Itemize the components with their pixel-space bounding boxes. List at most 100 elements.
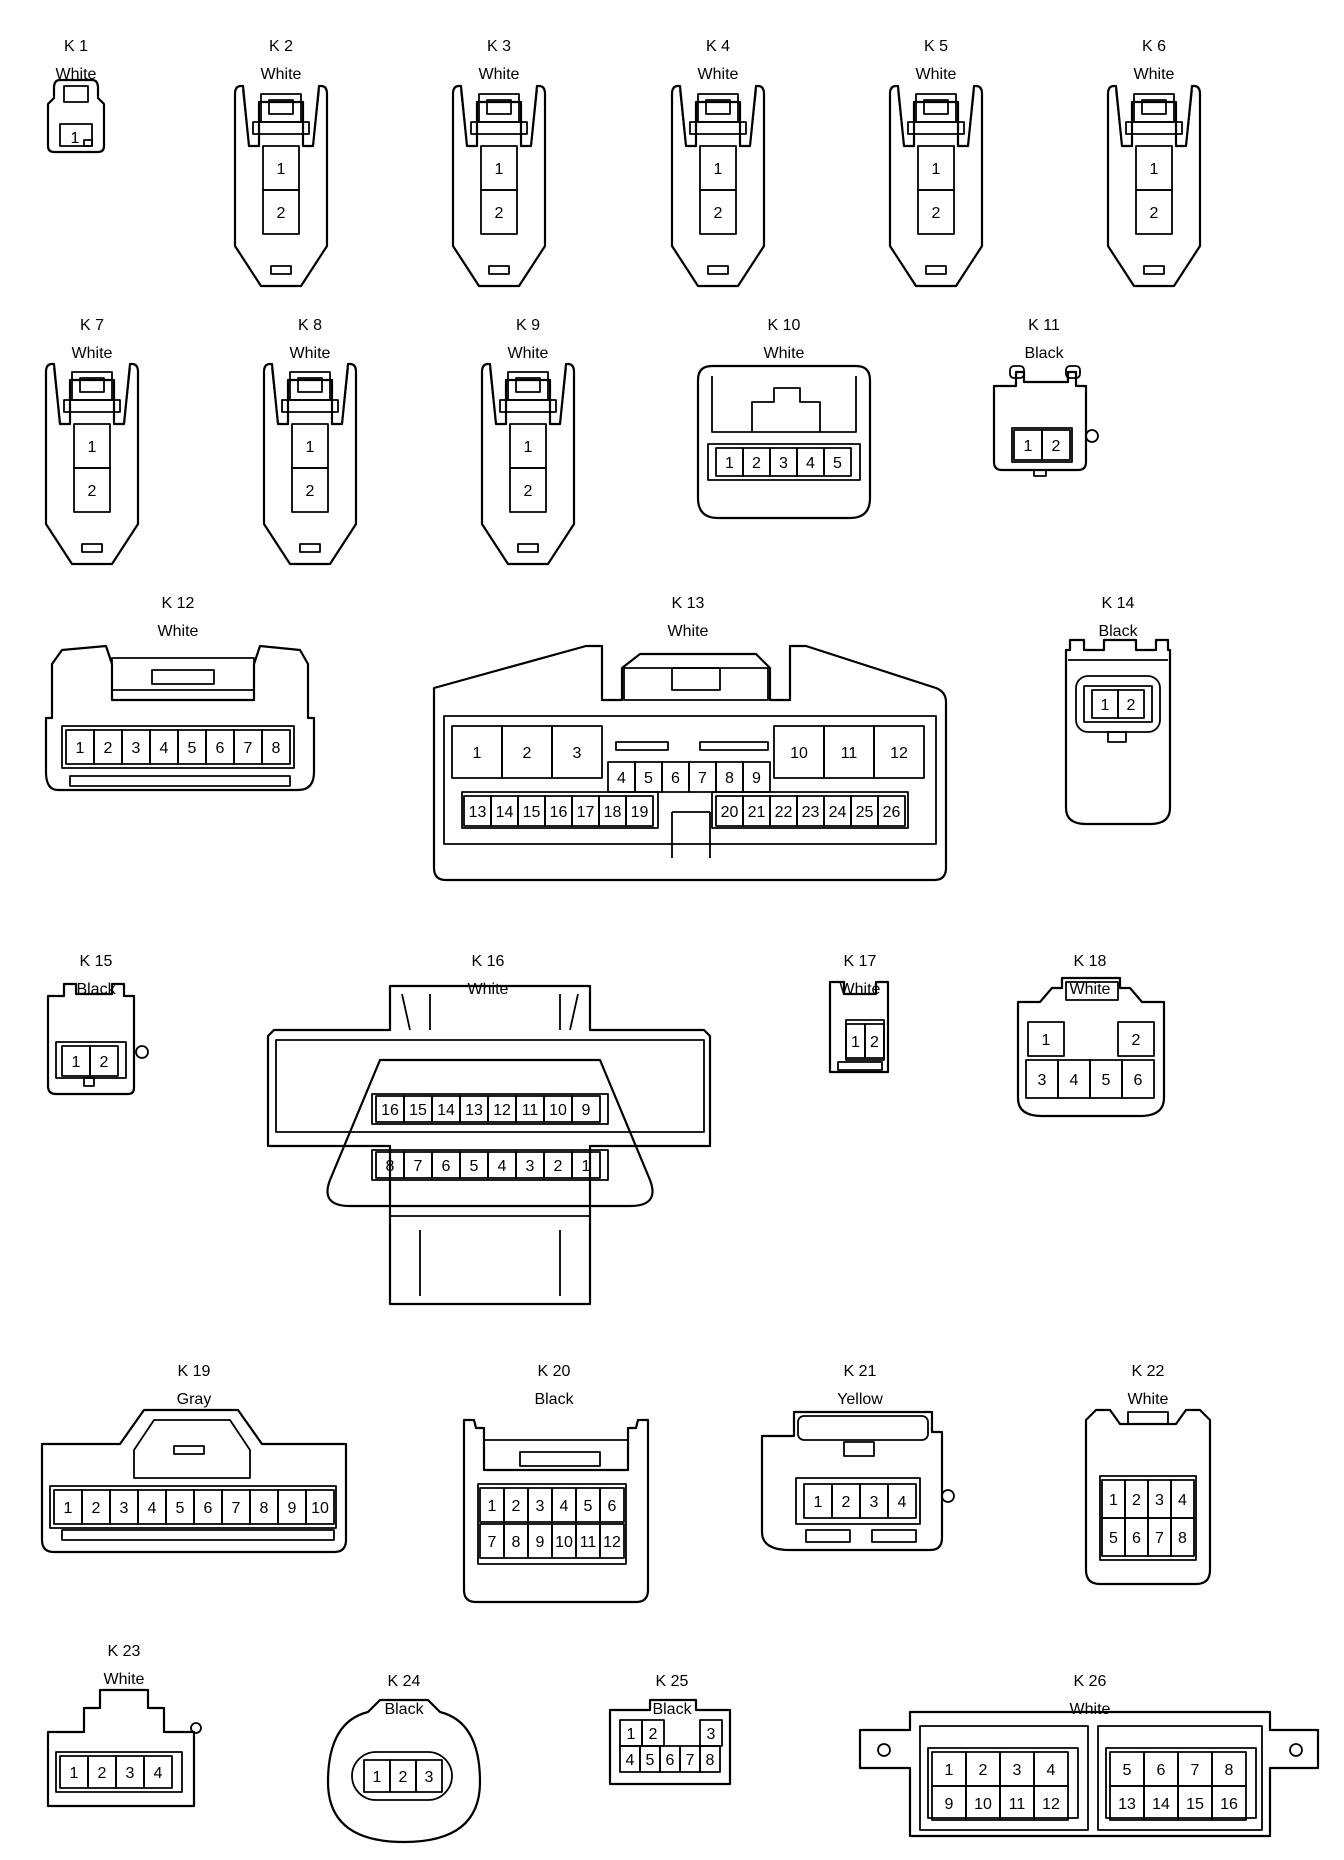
- pin-cell: 12: [487, 1095, 517, 1123]
- pin-cell: 1: [363, 1759, 391, 1793]
- pin-cell: 2: [93, 729, 123, 765]
- pin-cell: 1: [73, 423, 111, 469]
- pin-number: 6: [216, 740, 225, 757]
- pin-number: 1: [627, 1726, 636, 1743]
- pin-number: 8: [1225, 1762, 1234, 1779]
- pin-cell: 1: [1091, 689, 1119, 719]
- pin-number: 2: [979, 1762, 988, 1779]
- pin-cell: 1: [59, 1755, 89, 1789]
- pin-cell: 5: [823, 447, 852, 477]
- pin-number: 1: [88, 439, 97, 456]
- pin-cell: 4: [1170, 1479, 1195, 1519]
- connector-id: K 23: [108, 1643, 141, 1660]
- pin-number: 5: [646, 1752, 655, 1769]
- pin-cell: 8: [1170, 1517, 1195, 1557]
- connector-color: Black: [534, 1391, 574, 1408]
- pin-cell: 1: [1027, 1021, 1065, 1057]
- pin-cell: 10: [305, 1489, 335, 1525]
- pin-number: 2: [495, 205, 504, 222]
- pin-number: 1: [64, 1500, 73, 1517]
- pin-cell: 7: [1177, 1751, 1213, 1787]
- pin-cell: 13: [1109, 1785, 1145, 1821]
- pin-cell: 5: [1101, 1517, 1126, 1557]
- pin-number: 14: [496, 804, 514, 821]
- pin-cell: 6: [599, 1487, 625, 1523]
- pin-cell: 1: [480, 145, 518, 191]
- pin-cell: 3: [415, 1759, 443, 1793]
- pin-cell: 3: [859, 1483, 889, 1519]
- pin-cell: 6: [431, 1151, 461, 1179]
- pin-cell: 1: [619, 1719, 643, 1747]
- connector-id: K 17: [844, 953, 877, 970]
- pin-number: 17: [577, 804, 595, 821]
- pin-cell: 1: [65, 729, 95, 765]
- pin-cell: 13: [463, 795, 492, 827]
- pin-number: 3: [132, 740, 141, 757]
- connector-id: K 22: [1132, 1363, 1165, 1380]
- pin-number: 1: [1150, 161, 1159, 178]
- pin-number: 3: [779, 455, 788, 472]
- pin-number: 5: [1102, 1072, 1111, 1089]
- pin-number: 4: [626, 1752, 635, 1769]
- pin-cell: 8: [503, 1523, 529, 1559]
- pin-cell: 9: [571, 1095, 601, 1123]
- pin-number: 5: [188, 740, 197, 757]
- connector-id: K 7: [80, 317, 104, 334]
- pin-cell: 8: [261, 729, 291, 765]
- pin-cell: 4: [607, 761, 636, 793]
- pin-number: 6: [442, 1158, 451, 1175]
- pin-number: 4: [560, 1498, 569, 1515]
- connector-color: White: [698, 66, 739, 83]
- pin-cell: 1: [931, 1751, 967, 1787]
- pin-number: 1: [945, 1762, 954, 1779]
- pin-number: 3: [126, 1765, 135, 1782]
- pin-cell: 22: [769, 795, 798, 827]
- pin-cell: 16: [1211, 1785, 1247, 1821]
- connector-color: Yellow: [837, 1391, 883, 1408]
- pin-cell: 6: [661, 761, 690, 793]
- pin-number: 6: [1157, 1762, 1166, 1779]
- connector-id: K 18: [1074, 953, 1107, 970]
- connector-id: K 25: [656, 1673, 689, 1690]
- pin-number: 4: [1178, 1492, 1187, 1509]
- connector-k2: 12: [233, 84, 329, 288]
- pin-cell: 20: [715, 795, 744, 827]
- connector-id: K 12: [162, 595, 195, 612]
- connector-color: White: [840, 981, 881, 998]
- pin-number: 2: [714, 205, 723, 222]
- pin-number: 12: [603, 1534, 621, 1551]
- pin-cell: 3: [1025, 1059, 1059, 1099]
- pin-cell: 4: [551, 1487, 577, 1523]
- pin-cell: 1: [262, 145, 300, 191]
- pin-number: 3: [573, 745, 582, 762]
- pin-number: 7: [1191, 1762, 1200, 1779]
- connector-color: White: [72, 345, 113, 362]
- pin-cell: 1: [479, 1487, 505, 1523]
- pin-number: 2: [100, 1054, 109, 1071]
- connector-id: K 13: [672, 595, 705, 612]
- connector-color: White: [479, 66, 520, 83]
- pin-cell: 1: [71, 130, 80, 147]
- pin-cell: 11: [575, 1523, 601, 1559]
- pin-cell: 7: [688, 761, 717, 793]
- pin-number: 4: [617, 770, 626, 787]
- pin-number: 10: [549, 1102, 567, 1119]
- pin-number: 2: [1150, 205, 1159, 222]
- connector-color: White: [916, 66, 957, 83]
- pin-cell: 7: [403, 1151, 433, 1179]
- pin-number: 7: [244, 740, 253, 757]
- pin-cell: 5: [634, 761, 663, 793]
